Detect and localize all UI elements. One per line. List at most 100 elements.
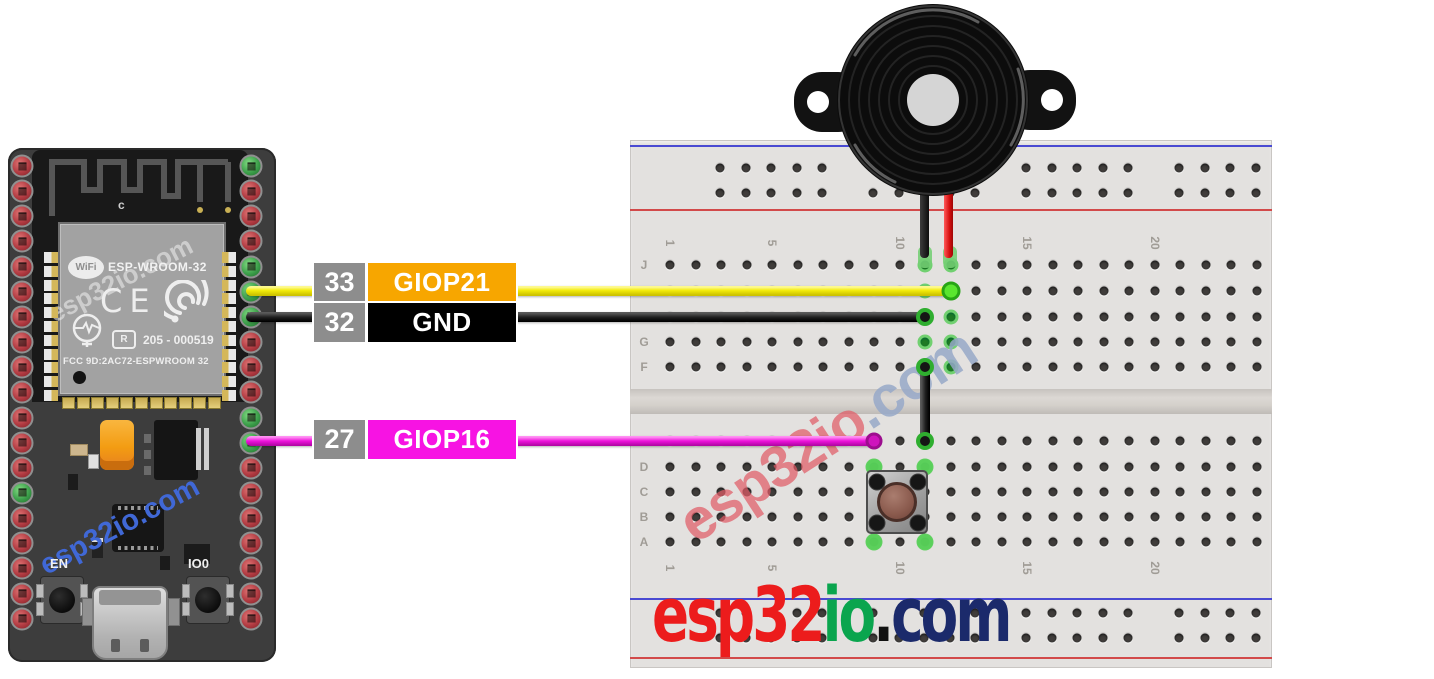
breadboard-hole[interactable] [1252, 436, 1261, 446]
breadboard-rail-hole[interactable] [1174, 608, 1184, 618]
breadboard-hole[interactable] [946, 512, 955, 522]
breadboard-rail-hole[interactable] [1251, 188, 1260, 198]
breadboard-hole[interactable] [742, 537, 751, 547]
breadboard-hole[interactable] [767, 462, 777, 472]
breadboard-rail-hole[interactable] [1174, 163, 1184, 173]
breadboard-hole[interactable] [971, 462, 981, 472]
breadboard-hole[interactable] [767, 487, 777, 497]
esp32-pin-left-4[interactable] [10, 229, 34, 253]
breadboard-hole[interactable] [869, 362, 879, 372]
breadboard-hole[interactable] [1124, 436, 1134, 446]
breadboard-hole[interactable] [1150, 462, 1159, 472]
breadboard-rail-hole[interactable] [741, 608, 750, 618]
breadboard-hole[interactable] [1073, 337, 1083, 347]
breadboard-hole[interactable] [1226, 286, 1236, 296]
breadboard-hole[interactable] [742, 487, 751, 497]
breadboard-hole[interactable] [1226, 487, 1236, 497]
breadboard-rail-hole[interactable] [970, 608, 980, 618]
breadboard-hole[interactable] [1201, 362, 1210, 372]
breadboard-hole[interactable] [971, 337, 981, 347]
breadboard-hole[interactable] [997, 286, 1006, 296]
en-button[interactable] [36, 576, 88, 624]
breadboard-hole[interactable] [1022, 260, 1032, 270]
breadboard-hole[interactable] [1073, 487, 1083, 497]
breadboard-hole[interactable] [742, 512, 751, 522]
esp32-pin-left-14[interactable] [10, 481, 34, 505]
breadboard-hole[interactable] [997, 436, 1006, 446]
breadboard-hole[interactable] [1226, 362, 1236, 372]
breadboard-hole[interactable] [818, 362, 828, 372]
breadboard-hole[interactable] [1201, 436, 1210, 446]
breadboard-hole[interactable] [665, 337, 675, 347]
breadboard-hole[interactable] [1124, 362, 1134, 372]
breadboard-hole[interactable] [818, 462, 828, 472]
breadboard-rail-hole[interactable] [792, 633, 801, 643]
breadboard-hole[interactable] [1175, 260, 1185, 270]
breadboard-hole[interactable] [1252, 337, 1261, 347]
breadboard-rail-hole[interactable] [945, 608, 954, 618]
breadboard-hole[interactable] [1073, 362, 1083, 372]
esp32-pin-right-13[interactable] [239, 456, 263, 480]
esp32-pin-right-14[interactable] [239, 481, 263, 505]
breadboard-hole[interactable] [716, 537, 726, 547]
breadboard-rail-hole[interactable] [868, 188, 878, 198]
breadboard-hole[interactable] [818, 487, 828, 497]
breadboard-hole[interactable] [1073, 462, 1083, 472]
breadboard-hole[interactable] [1022, 312, 1032, 322]
breadboard-hole[interactable] [1048, 362, 1057, 372]
breadboard-hole[interactable] [1124, 260, 1134, 270]
breadboard-rail-hole[interactable] [1251, 608, 1260, 618]
breadboard-hole[interactable] [716, 487, 726, 497]
esp32-pin-left-13[interactable] [10, 456, 34, 480]
breadboard-rail-hole[interactable] [894, 608, 903, 618]
breadboard-hole[interactable] [997, 512, 1006, 522]
breadboard-hole[interactable] [946, 337, 955, 347]
breadboard-hole[interactable] [844, 512, 853, 522]
breadboard-hole[interactable] [1150, 286, 1159, 296]
esp32-pin-left-5[interactable] [10, 255, 34, 279]
breadboard-hole[interactable] [742, 337, 751, 347]
breadboard-rail-hole[interactable] [1200, 188, 1209, 198]
wire-terminal-gnd[interactable] [916, 308, 934, 326]
breadboard-rail-hole[interactable] [741, 633, 750, 643]
breadboard-hole[interactable] [1099, 462, 1108, 472]
breadboard-hole[interactable] [691, 537, 700, 547]
breadboard-hole[interactable] [946, 436, 955, 446]
breadboard-hole[interactable] [665, 462, 675, 472]
breadboard-hole[interactable] [691, 487, 700, 497]
breadboard-hole[interactable] [1124, 286, 1134, 296]
breadboard-rail-hole[interactable] [894, 188, 903, 198]
breadboard-rail-hole[interactable] [715, 163, 725, 173]
breadboard-hole[interactable] [1226, 436, 1236, 446]
esp32-pin-left-7[interactable] [10, 305, 34, 329]
breadboard-hole[interactable] [1099, 312, 1108, 322]
esp32-pin-left-15[interactable] [10, 506, 34, 530]
breadboard-hole[interactable] [971, 362, 981, 372]
esp32-pin-right-10[interactable] [239, 380, 263, 404]
esp32-pin-left-17[interactable] [10, 556, 34, 580]
black-jumper-wire[interactable] [920, 361, 930, 447]
breadboard-hole[interactable] [1150, 487, 1159, 497]
breadboard-hole[interactable] [691, 337, 700, 347]
breadboard-hole[interactable] [1175, 487, 1185, 497]
breadboard-hole[interactable] [1022, 537, 1032, 547]
breadboard-rail-hole[interactable] [1072, 608, 1082, 618]
breadboard-hole[interactable] [1099, 487, 1108, 497]
breadboard-hole[interactable] [793, 537, 802, 547]
esp32-pin-left-16[interactable] [10, 531, 34, 555]
breadboard-rail-hole[interactable] [1225, 188, 1235, 198]
breadboard-hole[interactable] [818, 337, 828, 347]
breadboard-hole[interactable] [971, 312, 981, 322]
breadboard-hole[interactable] [997, 487, 1006, 497]
breadboard-hole[interactable] [1252, 537, 1261, 547]
breadboard-hole[interactable] [895, 260, 904, 270]
breadboard-hole[interactable] [1226, 512, 1236, 522]
breadboard-hole[interactable] [1201, 537, 1210, 547]
breadboard-rail-hole[interactable] [1047, 163, 1056, 173]
breadboard-hole[interactable] [1022, 436, 1032, 446]
breadboard-hole[interactable] [1124, 462, 1134, 472]
breadboard-rail-hole[interactable] [817, 633, 827, 643]
breadboard-hole[interactable] [1099, 537, 1108, 547]
breadboard-rail-hole[interactable] [894, 633, 903, 643]
esp32-pin-left-1[interactable] [10, 154, 34, 178]
